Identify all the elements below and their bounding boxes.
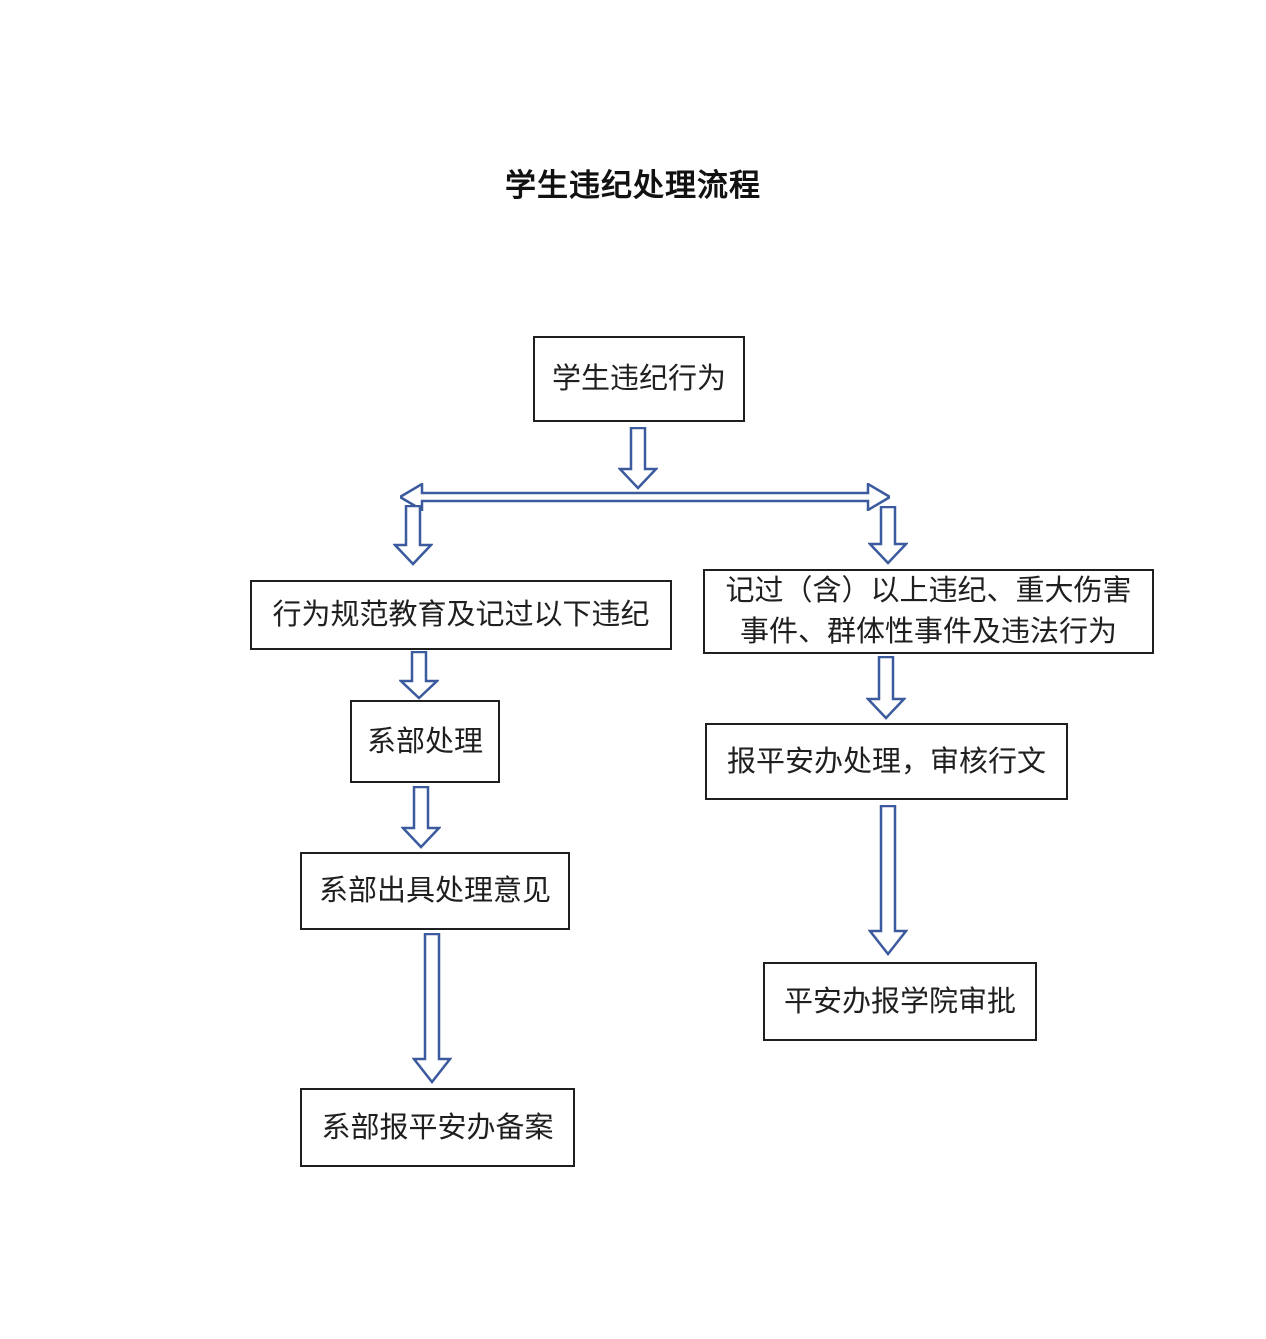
- flow-node-dept-handle: 系部处理: [350, 700, 500, 783]
- flow-node-label: 报平安办处理，审核行文: [726, 745, 1046, 778]
- down-arrow-split-to-left-icon: [393, 505, 433, 566]
- flow-node-label: 系部处理: [366, 725, 483, 758]
- flow-node-dept-opinion: 系部出具处理意见: [300, 852, 570, 930]
- flow-node-left-branch: 行为规范教育及记过以下违纪: [250, 580, 672, 650]
- flow-node-pingan-approve: 平安办报学院审批: [763, 962, 1037, 1041]
- split-double-arrow-icon: [400, 483, 890, 511]
- flow-node-label: 学生违纪行为: [551, 363, 726, 395]
- flow-node-label: 平安办报学院审批: [783, 985, 1016, 1018]
- flow-node-right-branch: 记过（含）以上违纪、重大伤害 事件、群体性事件及违法行为: [703, 569, 1154, 654]
- flow-node-label: 行为规范教育及记过以下违纪: [272, 599, 650, 631]
- flow-node-dept-file: 系部报平安办备案: [300, 1088, 575, 1167]
- flow-node-pingan-handle: 报平安办处理，审核行文: [705, 723, 1068, 800]
- flow-node-label: 系部出具处理意见: [318, 875, 551, 907]
- flow-node-label: 记过（含）以上违纪、重大伤害 事件、群体性事件及违法行为: [725, 574, 1132, 648]
- down-arrow-dept-to-opinion-icon: [401, 786, 441, 849]
- down-arrow-split-to-right-icon: [868, 506, 908, 565]
- down-arrow-pingan-to-approve-icon: [868, 805, 908, 956]
- down-arrow-opinion-to-file-icon: [412, 933, 452, 1084]
- down-arrow-start-to-split-icon: [618, 427, 658, 490]
- down-arrow-leftbranch-to-dept-icon: [399, 651, 439, 700]
- down-arrow-rightbranch-to-pingan-icon: [866, 656, 906, 720]
- flow-node-label: 系部报平安办备案: [321, 1111, 554, 1144]
- flow-node-start: 学生违纪行为: [533, 336, 745, 422]
- flowchart-title: 学生违纪处理流程: [505, 168, 761, 203]
